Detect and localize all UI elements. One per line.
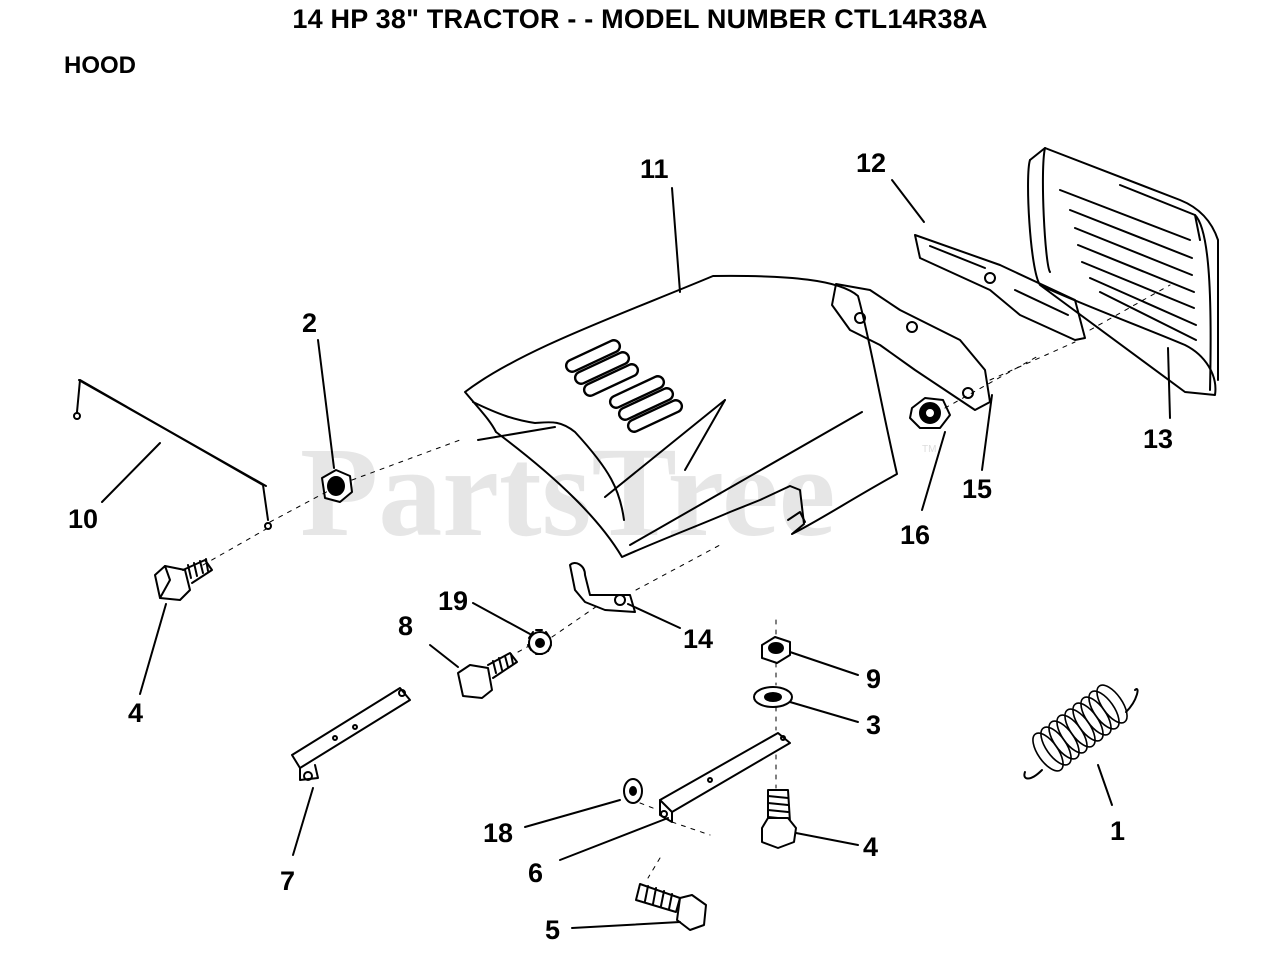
callout-9: 9 bbox=[866, 664, 881, 694]
callout-18: 18 bbox=[483, 818, 513, 848]
callout-5: 5 bbox=[545, 915, 560, 945]
callout-12: 12 bbox=[856, 148, 886, 178]
callout-19: 19 bbox=[438, 586, 468, 616]
nut-2-icon bbox=[321, 469, 353, 503]
callout-4-left: 4 bbox=[128, 698, 143, 728]
washer-18-icon bbox=[623, 778, 643, 804]
callout-8: 8 bbox=[398, 611, 413, 641]
callout-labels: 1 2 3 4 4 5 6 7 8 9 10 11 12 13 14 15 16… bbox=[68, 148, 1173, 945]
callout-3: 3 bbox=[866, 710, 881, 740]
nut-9-icon bbox=[761, 636, 791, 664]
callout-4-center: 4 bbox=[863, 832, 878, 862]
bracket-7-icon bbox=[291, 687, 411, 781]
bracket-6-icon bbox=[659, 732, 791, 823]
bolt-8-icon bbox=[457, 652, 518, 699]
callout-7: 7 bbox=[280, 866, 295, 896]
grille-icon bbox=[1027, 147, 1219, 396]
callout-10: 10 bbox=[68, 504, 98, 534]
callout-14: 14 bbox=[683, 624, 713, 654]
spring-icon bbox=[1023, 684, 1139, 780]
watermark-tm: TM bbox=[922, 444, 936, 455]
nut-16-icon bbox=[909, 397, 951, 429]
callout-2: 2 bbox=[302, 308, 317, 338]
callout-1: 1 bbox=[1110, 816, 1125, 846]
page-title: 14 HP 38" TRACTOR - - MODEL NUMBER CTL14… bbox=[292, 4, 988, 34]
bracket-12-icon bbox=[914, 234, 1086, 341]
leader-lines bbox=[101, 179, 1171, 929]
callout-13: 13 bbox=[1143, 424, 1173, 454]
clip-icon bbox=[569, 562, 636, 613]
lockwasher-icon bbox=[527, 629, 552, 655]
bolt-4-center-icon bbox=[761, 789, 797, 849]
rod-icon bbox=[73, 379, 272, 530]
callout-15: 15 bbox=[962, 474, 992, 504]
callout-11: 11 bbox=[640, 154, 669, 184]
washer-3-icon bbox=[753, 686, 793, 708]
section-title: HOOD bbox=[64, 52, 136, 79]
callout-6: 6 bbox=[528, 858, 543, 888]
bracket-15-icon bbox=[831, 283, 991, 411]
hood-icon bbox=[464, 274, 898, 558]
centerlines bbox=[202, 284, 1171, 879]
bolt-4-left-icon bbox=[154, 558, 213, 601]
bolt-5-icon bbox=[635, 883, 707, 931]
callout-16: 16 bbox=[900, 520, 930, 550]
